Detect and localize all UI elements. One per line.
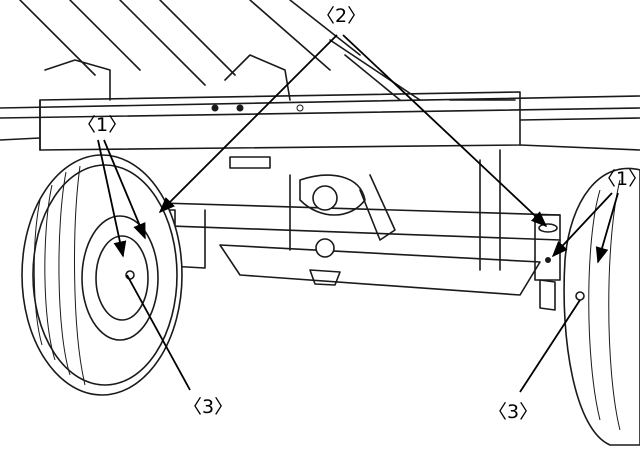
callout-1-left: 〈1〉 [77, 114, 127, 136]
leaders-c1-right [551, 192, 619, 264]
leaders-c2 [158, 34, 548, 228]
callout-2: 〈2〉 [316, 5, 366, 27]
cross-beam [0, 91, 640, 169]
right-grease-fitting-upper [538, 223, 558, 233]
leaders-c3 [126, 274, 581, 393]
callout-3-left: 〈3〉 [183, 396, 233, 418]
callout-3-right: 〈3〉 [488, 401, 538, 423]
left-wheel [21, 154, 183, 396]
right-spindle [534, 214, 599, 311]
right-pin-left [545, 257, 551, 263]
callout-1-right: 〈1〉 [597, 168, 640, 190]
right-wheel [563, 167, 640, 446]
leaders-c1-left [97, 139, 146, 258]
